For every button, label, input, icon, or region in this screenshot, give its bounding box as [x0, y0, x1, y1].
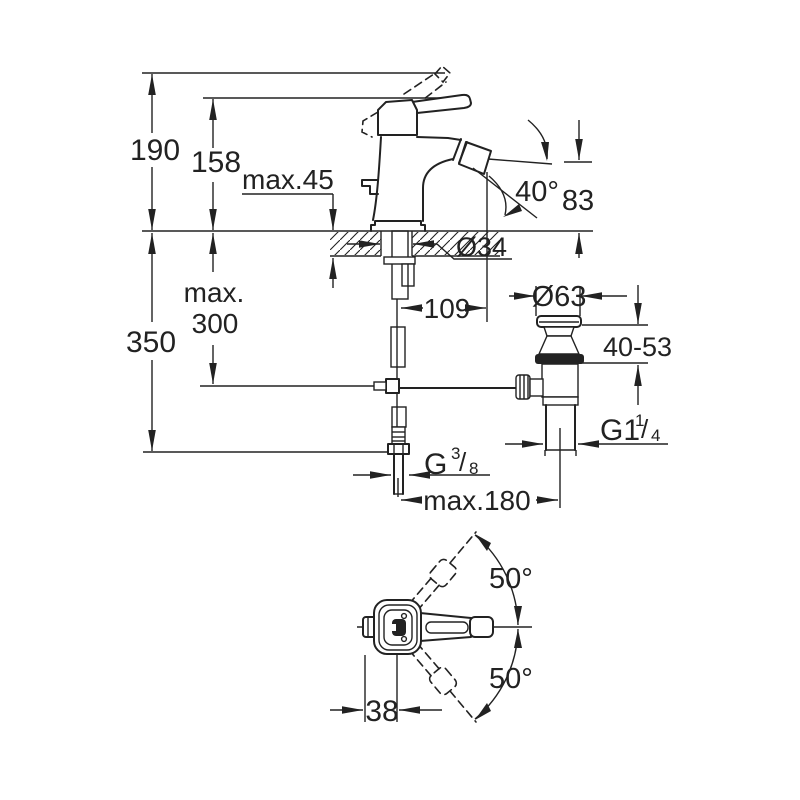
faucet-top-view: 50° 50° 38: [330, 531, 533, 728]
label-waste-thread-sub: 4: [651, 426, 660, 445]
label-supply-thread-sub: 8: [469, 459, 478, 478]
dim-overall-height: 190: [130, 72, 445, 230]
label-below-deck-max-word: max.: [184, 277, 245, 308]
dim-hole-diameter: Ø34: [347, 232, 512, 262]
label-below-deck-max-value: 300: [192, 308, 239, 339]
dim-supply-height: 350: [126, 233, 389, 453]
dim-waste-flange-diameter: Ø63: [509, 281, 627, 316]
label-spout-projection: 109: [424, 293, 471, 324]
drain-assembly: [515, 315, 584, 451]
label-swing-lower: 50°: [489, 663, 533, 695]
dim-waste-height-range: 40-53: [580, 285, 672, 405]
dim-outlet-height: 83: [562, 120, 594, 258]
label-deck-thickness: max.45: [242, 164, 334, 195]
label-waste-thread: G1: [600, 414, 640, 447]
countertop-deck: [142, 230, 593, 257]
label-waste-thread-slash: /: [641, 414, 649, 444]
label-swing-upper: 50°: [489, 563, 533, 595]
dim-rod-max-length: max.180: [397, 428, 561, 516]
label-waste-flange-diameter: Ø63: [532, 281, 587, 313]
dim-below-deck-max: max. 300: [184, 233, 378, 387]
label-lever-height: 158: [191, 146, 241, 179]
label-handle-offset: 38: [365, 695, 398, 728]
label-waste-thread-sup: 1: [635, 411, 644, 430]
dim-handle-offset: 38: [330, 655, 442, 728]
faucet-side-view: [361, 64, 517, 495]
dim-deck-thickness: max.45: [242, 164, 337, 288]
dim-outlet-angle: 40°: [472, 119, 559, 219]
label-overall-height: 190: [130, 134, 180, 167]
label-outlet-angle: 40°: [515, 176, 559, 208]
dim-supply-thread: G 3 / 8: [353, 444, 490, 481]
dim-lever-height: 158: [191, 97, 455, 230]
dim-spout-projection: 109: [401, 172, 488, 324]
label-supply-thread-slash: /: [459, 447, 467, 477]
label-supply-height: 350: [126, 326, 176, 359]
label-supply-thread-sup: 3: [451, 444, 460, 463]
dim-waste-thread: G1 1 / 4: [505, 411, 668, 456]
label-hole-diameter: Ø34: [456, 232, 507, 262]
label-outlet-height: 83: [562, 185, 594, 217]
label-waste-height-range: 40-53: [603, 332, 672, 362]
label-rod-max-length: max.180: [423, 485, 530, 516]
label-supply-thread: G: [424, 448, 447, 481]
